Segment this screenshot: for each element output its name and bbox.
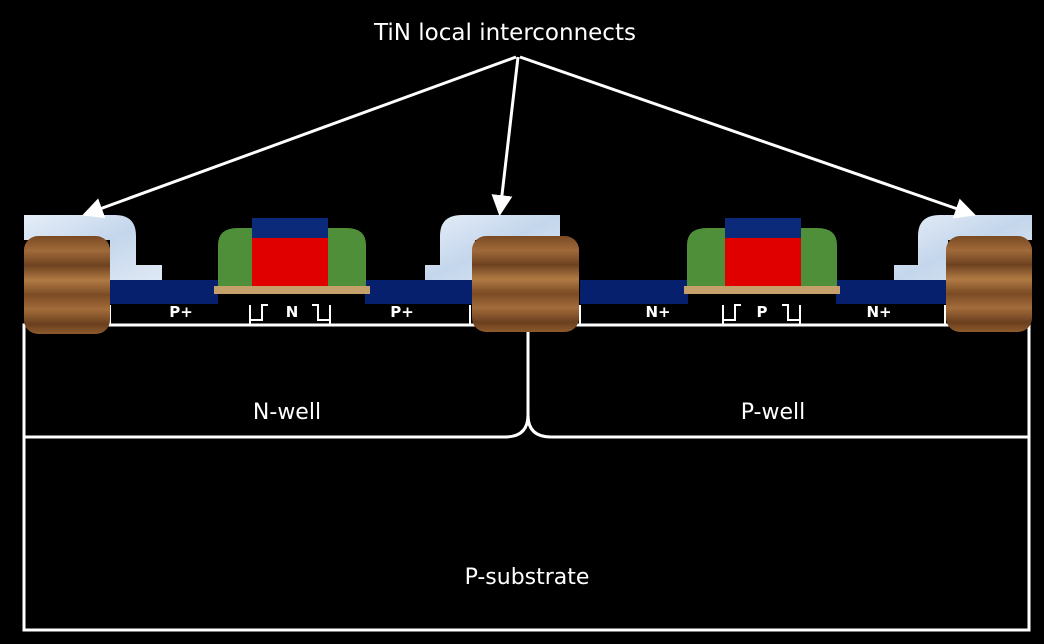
field-oxide-left [24,236,110,334]
nmos-channel-label: P [757,303,768,321]
field-oxide-right [946,236,1032,332]
nmos-gate-stack [684,218,840,294]
p-substrate-label: P-substrate [465,565,590,590]
nmos-drain-label: N+ [866,303,891,321]
arrow-right [519,55,976,219]
diagram-title: TiN local interconnects [373,20,636,46]
nmos-source-strip [580,280,688,304]
nmos-gate-poly [725,236,801,288]
field-oxide-middle [472,236,579,332]
arrow-middle [491,56,520,217]
pmos-drain-strip [365,280,473,304]
nmos-drain-strip [836,280,946,304]
pmos-source-label: P+ [169,303,193,321]
arrow-left [82,55,517,219]
n-well-label: N-well [253,400,321,425]
tin-left [24,215,162,280]
pmos-gate-stack [214,218,370,294]
tin-interconnects [24,215,1032,280]
tin-middle [425,215,560,280]
p-well-label: P-well [741,400,805,425]
pmos-gate-cap [252,218,328,238]
pmos-source-strip [110,280,218,304]
field-oxide-blocks [24,236,1032,334]
nmos-source-label: N+ [645,303,670,321]
nmos-gate-oxide [684,286,840,294]
pmos-channel-label: N [286,303,299,321]
pmos-gate-poly [252,236,328,288]
pmos-gate-oxide [214,286,370,294]
nmos-gate-cap [725,218,801,238]
pmos-drain-label: P+ [390,303,414,321]
tin-right [894,215,1032,280]
callout-arrows [82,55,976,219]
ldd-brackets [249,304,801,321]
diffusion-strips [110,280,946,304]
well-boundary [24,330,1029,439]
